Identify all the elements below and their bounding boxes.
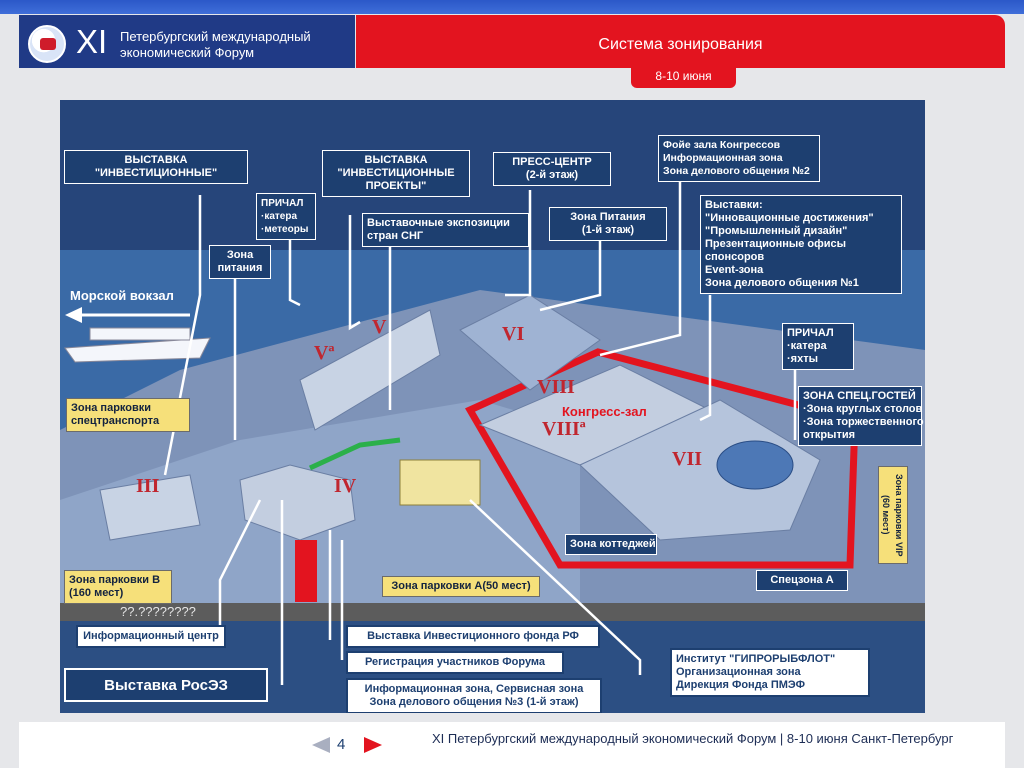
label-pier-meteors: ПРИЧАЛ ·катера ·метеоры bbox=[256, 193, 316, 240]
ship-icon bbox=[64, 327, 211, 363]
label-expo-investment-projects: ВЫСТАВКА "ИНВЕСТИЦИОННЫЕ ПРОЕКТЫ" bbox=[322, 150, 470, 197]
page-nav bbox=[310, 735, 384, 755]
header-brand-panel bbox=[19, 15, 355, 68]
building-historic bbox=[399, 459, 481, 506]
building-iii bbox=[99, 474, 201, 541]
pointer-lines bbox=[163, 175, 806, 685]
building-number-v: V bbox=[372, 316, 387, 338]
building-v bbox=[299, 309, 441, 431]
building-number-iii: III bbox=[136, 475, 160, 497]
label-unknown: ??.???????? bbox=[120, 604, 196, 619]
top-bar bbox=[0, 0, 1024, 14]
date-tab: 8-10 июня bbox=[631, 66, 736, 88]
page-title: Система зонирования bbox=[598, 36, 763, 53]
page-nav-arrows bbox=[312, 737, 382, 753]
label-cottage-zone: Зона коттеджей bbox=[565, 534, 657, 555]
label-parking-special: Зона парковки спецтранспорта bbox=[66, 398, 190, 432]
label-parking-b: Зона парковки В (160 мест) bbox=[64, 570, 172, 604]
footer-bar bbox=[19, 722, 1005, 768]
label-expo-roseez: Выставка РосЭЗ bbox=[64, 668, 268, 702]
forum-name: Петербургский международный экономически… bbox=[120, 29, 350, 61]
forum-logo-icon bbox=[28, 25, 66, 63]
building-number-vii: VII bbox=[672, 448, 703, 470]
label-sea-terminal: Морской вокзал bbox=[70, 288, 174, 303]
label-congress-hall: Конгресс-зал bbox=[562, 404, 647, 419]
logo-mark bbox=[40, 38, 56, 50]
quay bbox=[60, 603, 925, 621]
label-expo-investment: ВЫСТАВКА "ИНВЕСТИЦИОННЫЕ" bbox=[64, 150, 248, 184]
building-number-viii: VIII bbox=[537, 376, 575, 398]
arrow-left-icon[interactable] bbox=[312, 737, 330, 753]
label-expo-rf-fund: Выставка Инвестиционного фонда РФ bbox=[346, 625, 600, 648]
header-title-panel bbox=[356, 15, 1005, 68]
red-carpet bbox=[295, 540, 317, 602]
building-number-vi: VI bbox=[502, 323, 525, 345]
building-number-iv: IV bbox=[334, 475, 357, 497]
forum-name-line2: экономический Форум bbox=[120, 45, 255, 60]
forum-number: XI bbox=[76, 23, 108, 60]
building-vii bbox=[579, 399, 821, 541]
label-registration: Регистрация участников Форума bbox=[346, 651, 564, 674]
label-cis-expositions: Выставочные экспозиции стран СНГ bbox=[362, 213, 529, 247]
label-parking-vip: Зона парковки VIP (60 мест) bbox=[878, 466, 908, 564]
building-vi bbox=[459, 294, 601, 391]
label-spec-zone-a: Спецзона А bbox=[756, 570, 848, 591]
label-parking-a: Зона парковки А(50 мест) bbox=[382, 576, 540, 597]
label-press-center: ПРЕСС-ЦЕНТР (2-й этаж) bbox=[493, 152, 611, 186]
arrow-left-icon bbox=[65, 307, 190, 323]
label-exhibitions: Выставки: "Инновационные достижения" "Пр… bbox=[700, 195, 902, 294]
label-vip-zone: ЗОНА СПЕЦ.ГОСТЕЙ ·Зона круглых столов ·З… bbox=[798, 386, 924, 446]
congress-zone-outline bbox=[465, 348, 859, 569]
label-food-zone-1: Зона Питания (1-й этаж) bbox=[549, 207, 667, 241]
arrow-right-icon[interactable] bbox=[364, 737, 382, 753]
label-food-zone: Зона питания bbox=[209, 245, 271, 279]
label-pier-yachts: ПРИЧАЛ ·катера ·яхты bbox=[782, 323, 854, 370]
label-institute: Институт "ГИПРОРЫБФЛОТ" Организационная … bbox=[670, 648, 870, 697]
route-green bbox=[308, 437, 401, 471]
page-number: 4 bbox=[337, 736, 346, 753]
zoning-map: ВЫСТАВКА "ИНВЕСТИЦИОННЫЕ" ВЫСТАВКА "ИНВЕ… bbox=[60, 100, 925, 713]
label-info-zone-3: Информационная зона, Сервисная зона Зона… bbox=[346, 678, 602, 713]
dome bbox=[716, 440, 794, 490]
label-foyer: Фойе зала Конгрессов Информационная зона… bbox=[658, 135, 820, 182]
building-iv bbox=[239, 464, 356, 541]
footer-text: XI Петербургский международный экономиче… bbox=[432, 731, 954, 746]
label-info-center: Информационный центр bbox=[76, 625, 226, 648]
building-number-viiia: VIIIª bbox=[542, 418, 586, 440]
building-number-va: Vª bbox=[314, 342, 335, 364]
forum-name-line1: Петербургский международный bbox=[120, 29, 311, 44]
